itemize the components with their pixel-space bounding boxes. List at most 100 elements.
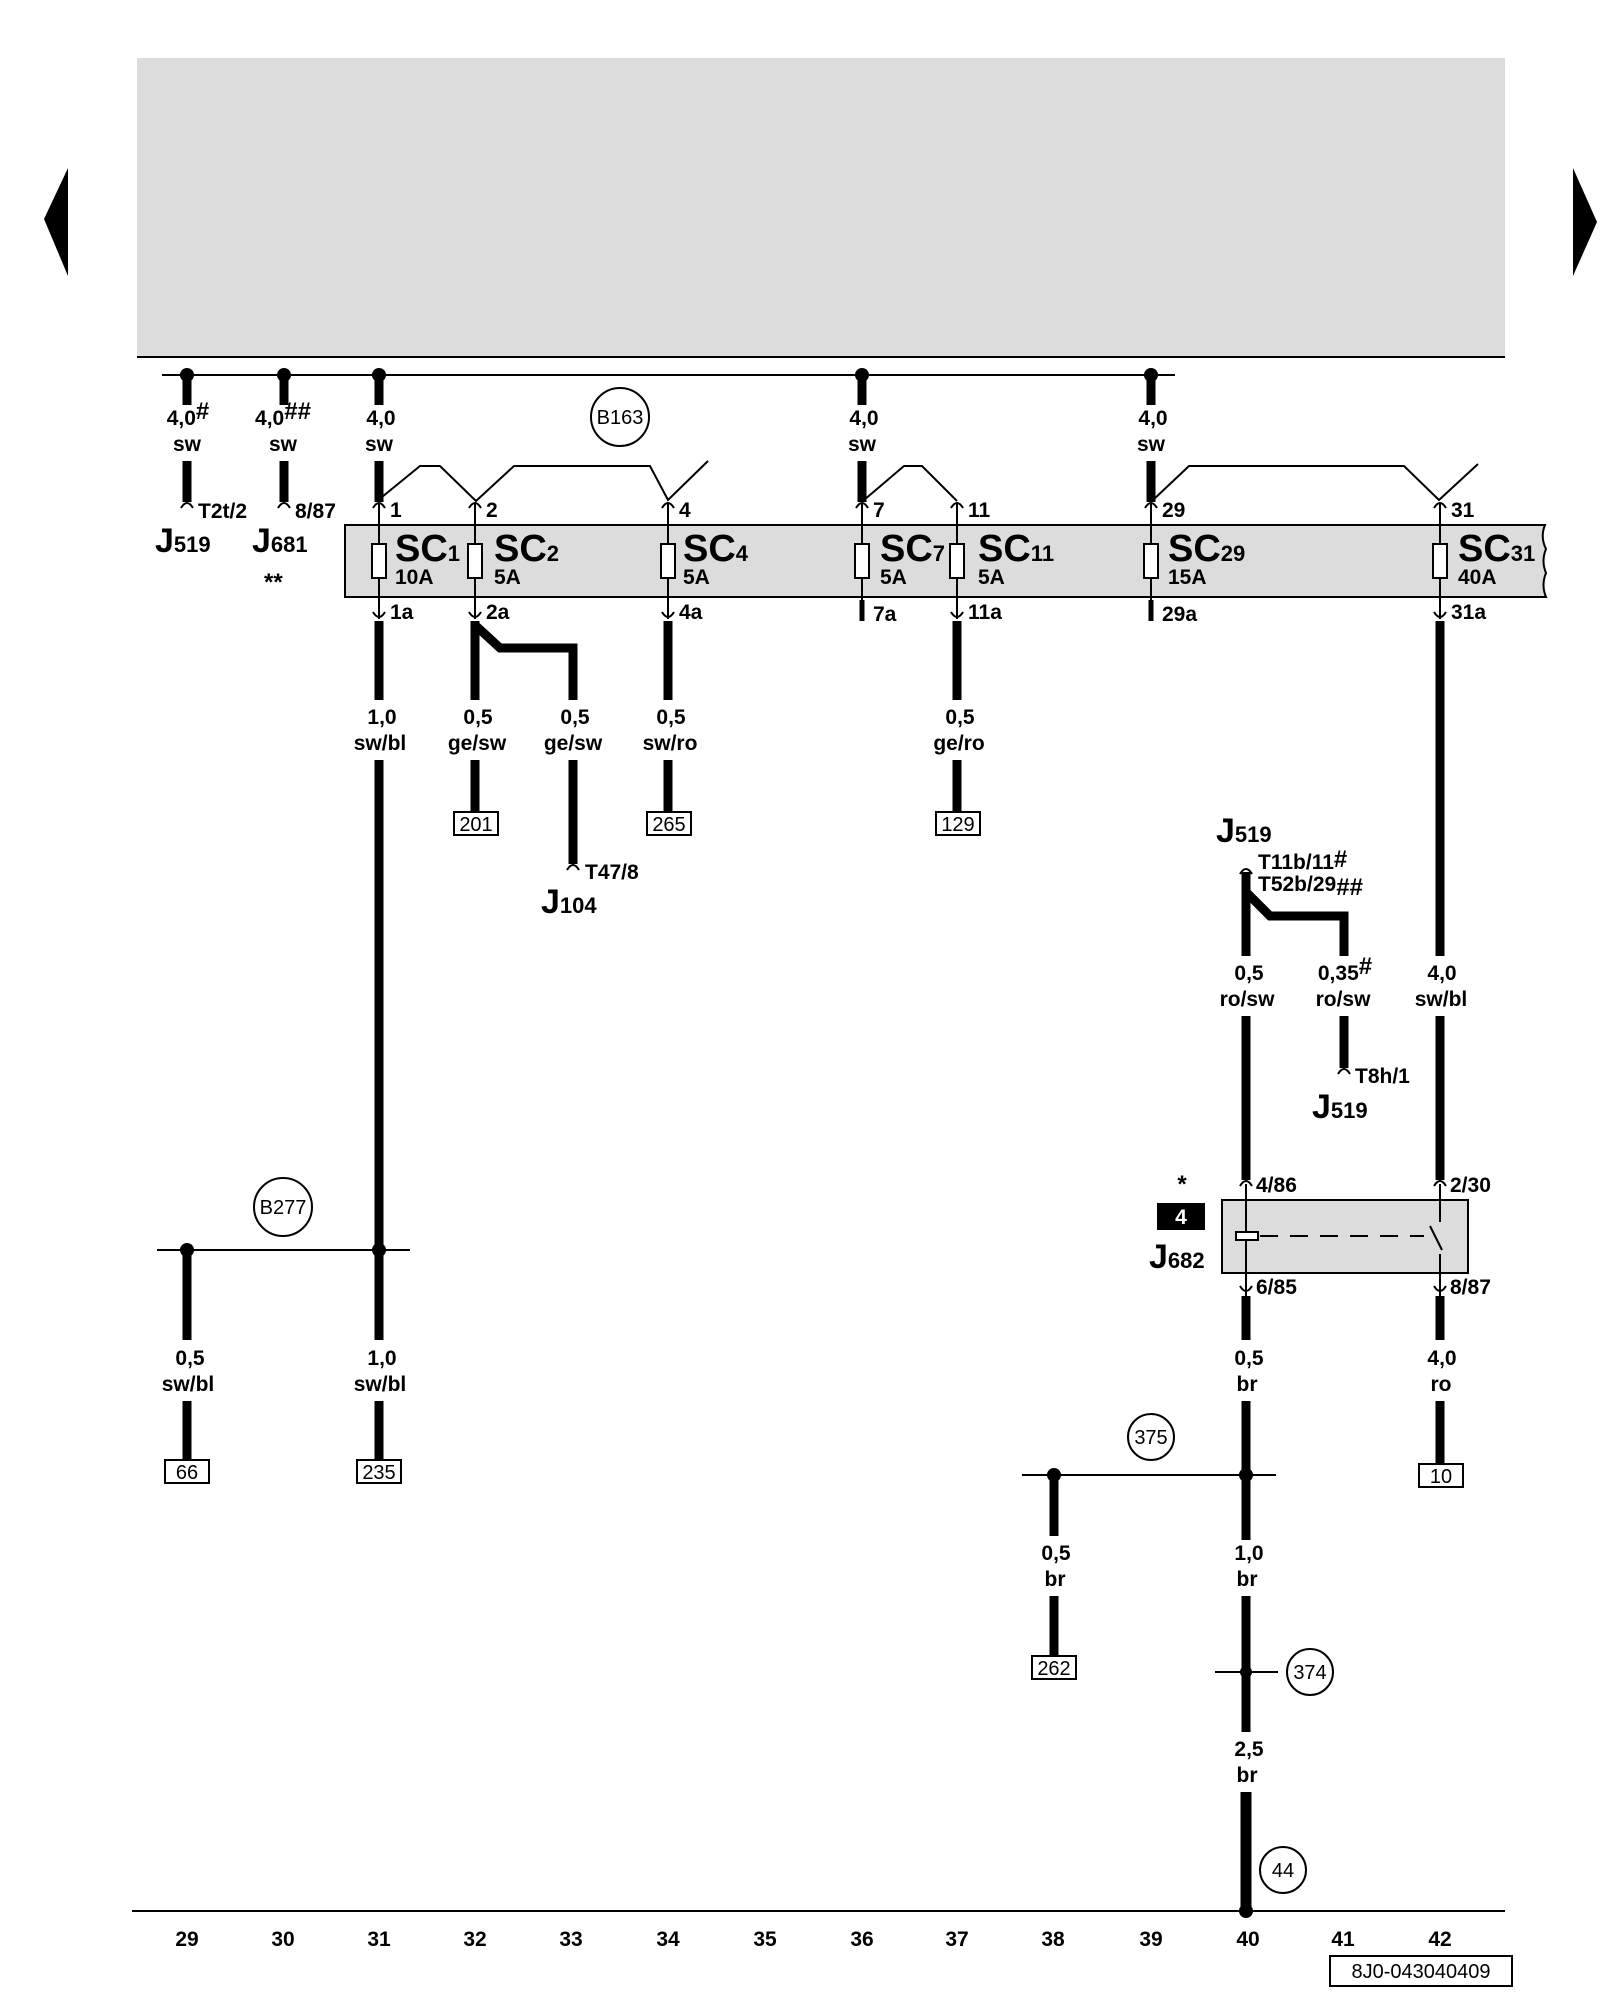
component-sub: 519 xyxy=(174,532,211,557)
track-numbers: 29 30 31 32 33 34 35 36 37 38 39 40 41 4… xyxy=(175,1928,1451,1951)
svg-text:SC11: SC11 xyxy=(978,528,1054,570)
wire-gauge: 1,0 xyxy=(1234,1542,1263,1565)
right-triangle-icon[interactable] xyxy=(1573,168,1597,276)
wire-gauge: 0,5 xyxy=(656,706,686,729)
fuse-in-pin: 4 xyxy=(679,499,691,522)
wire-gauge: 0,5 xyxy=(945,706,975,729)
fuse-sc29: 29 SC29 15A 29a xyxy=(1143,499,1245,626)
svg-text:4,0#: 4,0# xyxy=(167,398,210,430)
component-label: J xyxy=(1216,812,1235,850)
fuse-num: 7 xyxy=(933,541,945,566)
fuse-in-pin: 31 xyxy=(1451,499,1475,522)
relay-pin: 8/87 xyxy=(1450,1276,1491,1299)
component-note: ** xyxy=(264,569,283,596)
wire-gauge: 0,5 xyxy=(1041,1542,1071,1565)
fusebox-ref: B163 xyxy=(597,407,644,429)
track-number: 29 xyxy=(175,1928,198,1951)
wire-gauge: 4,0 xyxy=(1427,962,1456,985)
fuse-out-pin: 29a xyxy=(1162,603,1197,626)
track-number: 31 xyxy=(367,1928,391,1951)
ref-box-label: 66 xyxy=(176,1462,198,1484)
fuse-num: 29 xyxy=(1221,541,1245,566)
component-sub: 519 xyxy=(1235,822,1272,847)
doc-id: 8J0-043040409 xyxy=(1351,1961,1490,1983)
svg-text:T11b/11#: T11b/11# xyxy=(1258,846,1347,874)
ref-box-label: 129 xyxy=(941,814,974,836)
wire-color: br xyxy=(1045,1568,1066,1591)
wire-mark: ## xyxy=(284,398,311,425)
ground-44-circle xyxy=(1259,1846,1307,1894)
ref-box xyxy=(646,811,692,836)
fuse-sc11: 11 SC11 5A 11a xyxy=(949,499,1054,624)
wire-gauge: 1,0 xyxy=(367,1347,396,1370)
track-number: 35 xyxy=(753,1928,777,1951)
component-label: J xyxy=(155,522,174,560)
relay-badge xyxy=(1157,1203,1205,1230)
wire-gauge: 0,5 xyxy=(175,1347,205,1370)
wire-color: ro xyxy=(1431,1373,1452,1396)
fuse-out-pin: 4a xyxy=(679,601,703,624)
svg-text:SC2: SC2 xyxy=(494,528,559,570)
fuse-rating: 5A xyxy=(880,566,907,589)
component-label: J xyxy=(541,883,560,921)
ref-box xyxy=(1418,1463,1464,1488)
svg-text:SC1: SC1 xyxy=(395,528,460,570)
connector-pin: T47/8 xyxy=(585,861,639,884)
component-label: J xyxy=(252,522,271,560)
fuse-rating: 5A xyxy=(978,566,1005,589)
fuse-out-pin: 7a xyxy=(873,603,897,626)
svg-text:SC31: SC31 xyxy=(1458,528,1535,570)
header-panel xyxy=(137,58,1505,356)
fuse-out-pin: 31a xyxy=(1451,601,1486,624)
fuse-in-pin: 29 xyxy=(1162,499,1185,522)
fuse-rating: 40A xyxy=(1458,566,1497,589)
track-number: 30 xyxy=(271,1928,294,1951)
wire-color: ro/sw xyxy=(1220,988,1276,1011)
fuse-sc1: 1 SC1 10A 1a xyxy=(371,499,460,624)
svg-text:J104: J104 xyxy=(541,883,597,921)
svg-text:SC4: SC4 xyxy=(683,528,749,570)
splice-ref: 374 xyxy=(1293,1662,1326,1684)
wire-gauge: 4,0 xyxy=(167,407,196,430)
wire-gauge: 4,0 xyxy=(366,407,395,430)
svg-text:J682: J682 xyxy=(1149,1238,1205,1276)
fuse-in-pin: 2 xyxy=(486,499,498,522)
svg-text:J681: J681 xyxy=(252,522,308,560)
fuse-name: SC xyxy=(1458,528,1511,570)
fuse-name: SC xyxy=(395,528,448,570)
fuse-sc31: 31 SC31 40A 31a xyxy=(1432,499,1535,624)
bridge-29-31 xyxy=(1152,463,1479,502)
fuse-name: SC xyxy=(683,528,736,570)
fuse-rating: 5A xyxy=(683,566,710,589)
ref-box xyxy=(164,1459,210,1484)
component-label: J xyxy=(1149,1238,1168,1276)
component-label: J xyxy=(1312,1088,1331,1126)
component-sub: 519 xyxy=(1331,1098,1368,1123)
wire-mark: # xyxy=(1359,953,1372,980)
track-number: 39 xyxy=(1139,1928,1162,1951)
fuse-out-pin: 1a xyxy=(390,601,414,624)
left-triangle-icon[interactable] xyxy=(44,168,68,276)
ref-box xyxy=(935,811,981,836)
pin-mark: # xyxy=(1334,846,1347,873)
wire-color: sw/ro xyxy=(643,732,698,755)
fuse-rating: 5A xyxy=(494,566,521,589)
fuse-num: 31 xyxy=(1511,541,1535,566)
splice-ref: 375 xyxy=(1134,1427,1167,1449)
splice-375-circle xyxy=(1127,1413,1175,1461)
ref-box-label: 10 xyxy=(1430,1466,1452,1488)
component-sub: 682 xyxy=(1168,1248,1205,1273)
ground-ref: 44 xyxy=(1272,1860,1294,1882)
ref-box xyxy=(356,1459,402,1484)
pin-mark: ## xyxy=(1336,874,1363,901)
svg-text:4,0##: 4,0## xyxy=(255,398,311,430)
fuse-in-pin: 11 xyxy=(968,499,991,522)
connector-pin: 8/87 xyxy=(295,500,336,523)
track-number: 42 xyxy=(1428,1928,1451,1951)
track-number: 41 xyxy=(1331,1928,1355,1951)
wire-gauge: 4,0 xyxy=(255,407,284,430)
fuse-out-pin: 11a xyxy=(968,601,1002,624)
track-number: 32 xyxy=(463,1928,486,1951)
wire-color: sw/bl xyxy=(354,1373,407,1396)
